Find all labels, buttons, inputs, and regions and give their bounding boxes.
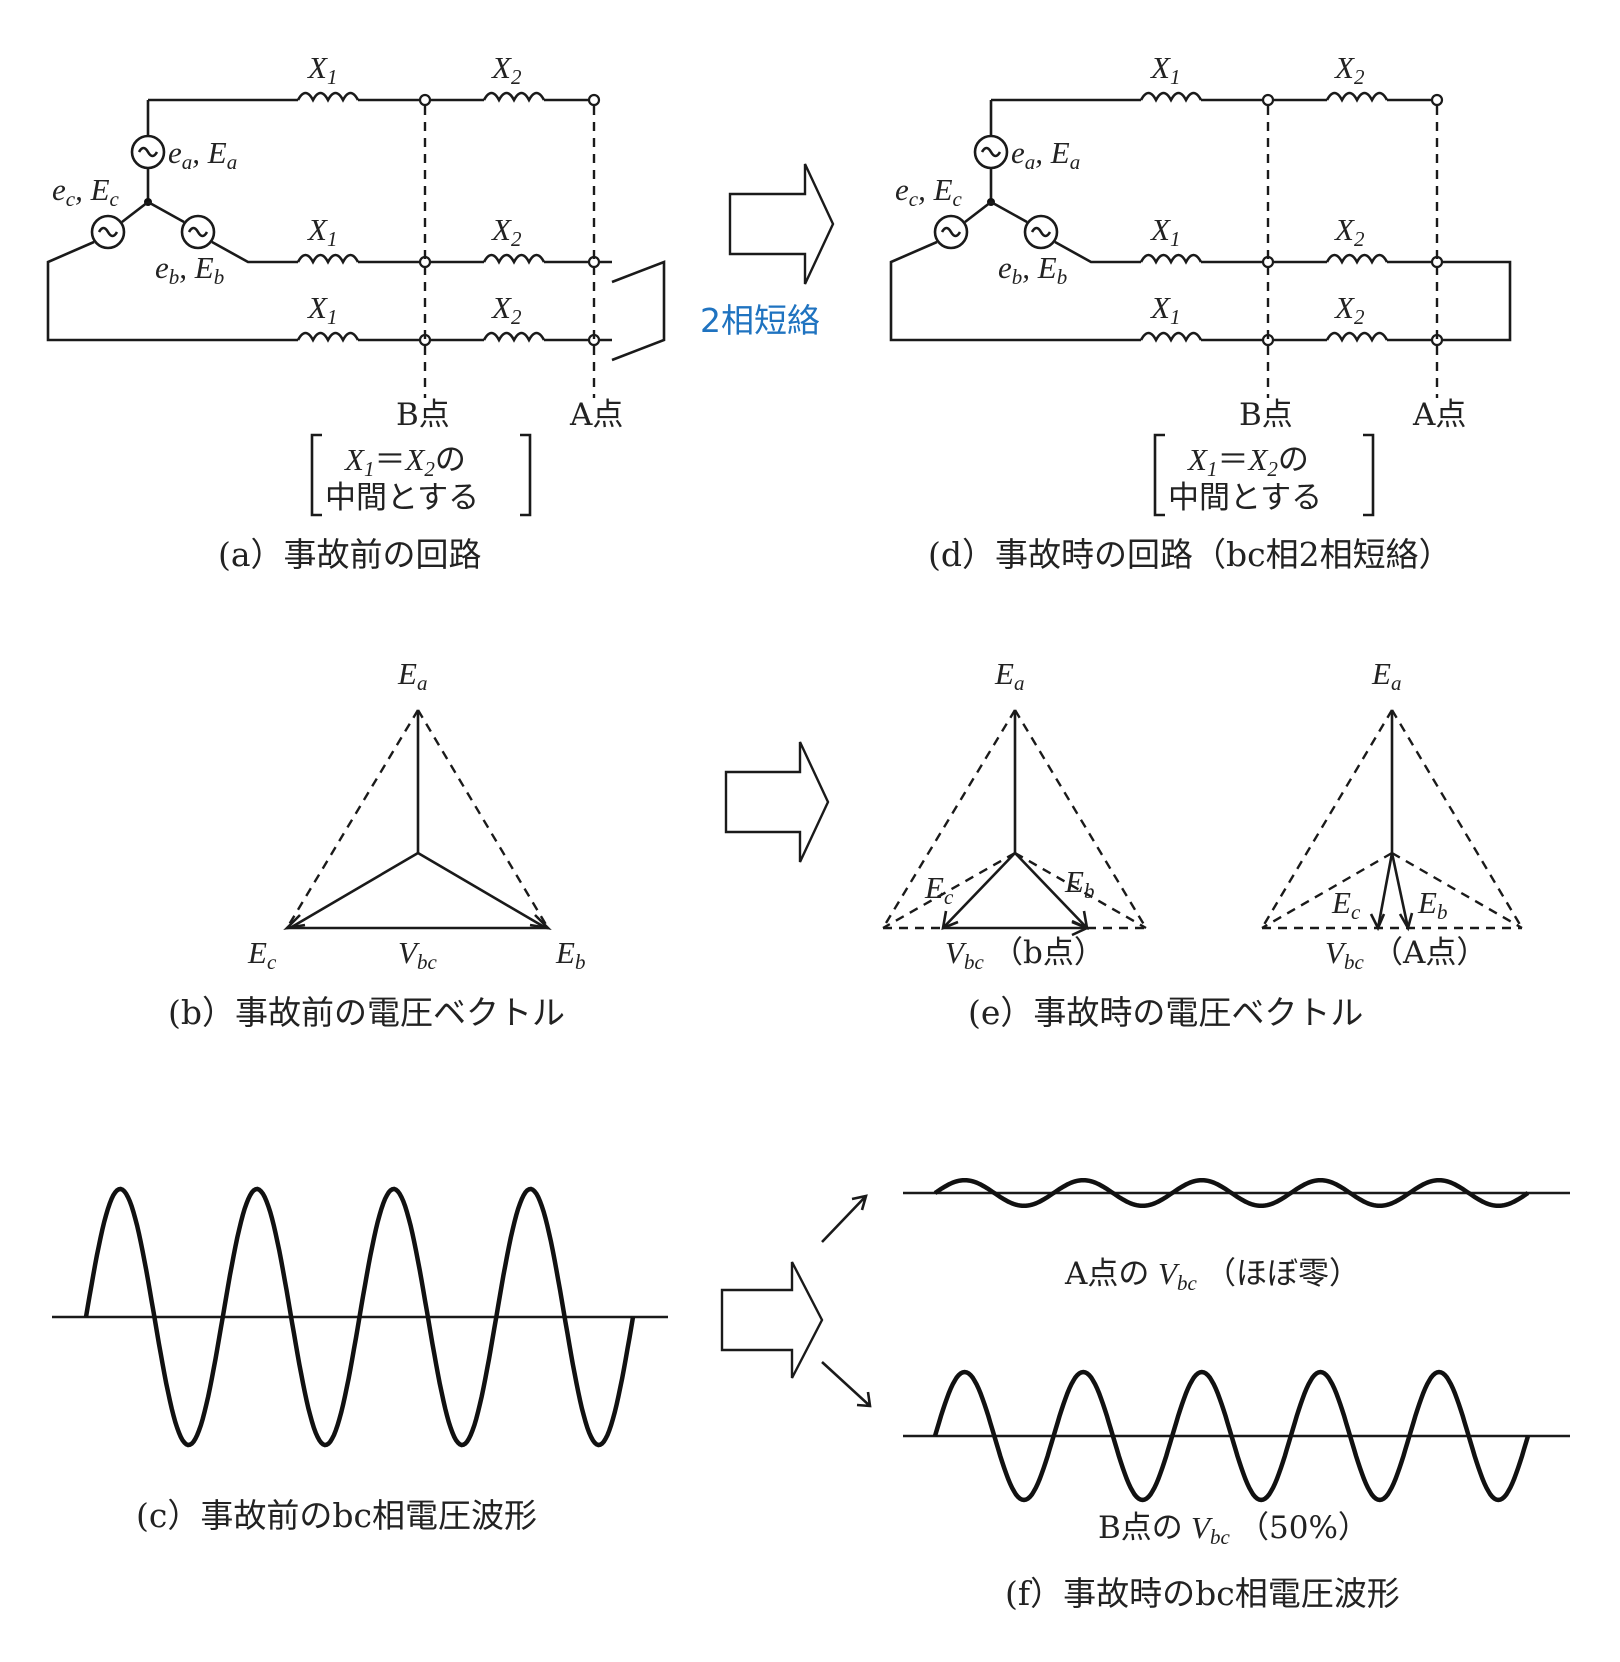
panel-b-vectors: Ea Ec Eb Vbc xyxy=(247,656,585,974)
node-a-a xyxy=(587,93,601,107)
svg-text:A点の: A点の xyxy=(1064,1256,1149,1292)
svg-text:（ほぼ零）: （ほぼ零） xyxy=(1205,1256,1360,1292)
caption-c: (c）事故前のbc相電圧波形 xyxy=(136,1496,537,1535)
source-c-icon xyxy=(90,214,126,250)
transition-arrow-2 xyxy=(724,741,830,863)
svg-text:A点: A点 xyxy=(1412,397,1466,433)
pointer-arrow-down xyxy=(821,1361,872,1408)
svg-text:Ec: Ec xyxy=(247,935,277,974)
svg-text:X1: X1 xyxy=(1149,212,1180,251)
svg-text:Vbc: Vbc xyxy=(1325,935,1364,974)
inductor-x1-a xyxy=(296,91,360,103)
panel-a-labels: X1 X2 X1 X2 X1 X2 ea, Ea ec, Ec eb, Eb B… xyxy=(52,50,623,574)
source-b-icon xyxy=(180,214,216,250)
inductor-x2-b xyxy=(482,253,546,265)
panel-d-circuit: X1 X2 X1 X2 X1 X2 ea, Ea ec, Ec eb, Eb B… xyxy=(889,50,1512,517)
svg-text:X1: X1 xyxy=(1149,50,1180,89)
svg-text:Vbc: Vbc xyxy=(1158,1256,1197,1295)
svg-text:X2: X2 xyxy=(1333,212,1365,251)
svg-text:中間とする: 中間とする xyxy=(325,480,479,516)
svg-text:eb, Eb: eb, Eb xyxy=(155,250,224,289)
svg-text:B点の: B点の xyxy=(1098,1510,1183,1546)
svg-text:X1: X1 xyxy=(306,50,337,89)
svg-text:ec, Ec: ec, Ec xyxy=(52,172,120,211)
svg-text:X1: X1 xyxy=(1149,290,1180,329)
wave-point-a xyxy=(933,1177,1530,1209)
svg-text:X2: X2 xyxy=(490,212,522,251)
svg-text:ec, Ec: ec, Ec xyxy=(895,172,963,211)
svg-text:X1＝X2の: X1＝X2の xyxy=(343,442,466,481)
caption-a: (a）事故前の回路 xyxy=(218,535,482,574)
caption-d: (d）事故時の回路（bc相2相短絡） xyxy=(928,535,1452,574)
svg-text:（50%）: （50%） xyxy=(1238,1510,1369,1546)
svg-text:（b点）: （b点） xyxy=(992,935,1105,971)
svg-text:ea, Ea: ea, Ea xyxy=(168,135,237,174)
svg-text:Ea: Ea xyxy=(994,656,1024,695)
svg-text:X2: X2 xyxy=(1333,290,1365,329)
svg-text:Ea: Ea xyxy=(1371,656,1401,695)
panel-c-waveform xyxy=(52,1186,668,1448)
svg-text:X1: X1 xyxy=(306,212,337,251)
caption-f: (f）事故時のbc相電圧波形 xyxy=(1005,1574,1400,1613)
svg-text:Vbc: Vbc xyxy=(1191,1510,1230,1549)
inductor-x1-b xyxy=(296,253,360,265)
open-switch xyxy=(611,260,666,362)
caption-e: (e）事故時の電圧ベクトル xyxy=(968,993,1363,1032)
inductor-x2-a xyxy=(482,91,546,103)
svg-text:X2: X2 xyxy=(490,290,522,329)
svg-text:中間とする: 中間とする xyxy=(1168,480,1322,516)
svg-text:Eb: Eb xyxy=(1064,864,1094,903)
transition-arrow-1 xyxy=(728,163,835,285)
svg-text:Eb: Eb xyxy=(1417,885,1447,924)
point-b-label: B点 xyxy=(396,397,450,433)
svg-text:Vbc: Vbc xyxy=(945,935,984,974)
transition-label: 2相短絡 xyxy=(700,301,820,340)
svg-text:（A点）: （A点） xyxy=(1372,935,1487,971)
svg-text:B点: B点 xyxy=(1239,397,1293,433)
panel-f-waveform-b: B点の Vbc （50%） xyxy=(903,1369,1570,1549)
svg-text:ea, Ea: ea, Ea xyxy=(1011,135,1080,174)
wave-before xyxy=(83,1186,636,1448)
svg-text:Ec: Ec xyxy=(924,870,954,909)
panel-e-vectors-left: Ea Ec Eb Vbc （b点） xyxy=(881,656,1148,974)
node-b-a xyxy=(418,93,432,107)
panel-e-vectors-right: Ea Ec Eb Vbc （A点） xyxy=(1260,656,1524,974)
inductor-x2-c xyxy=(482,331,546,343)
caption-b: (b）事故前の電圧ベクトル xyxy=(168,993,565,1032)
pointer-arrow-up xyxy=(821,1194,868,1243)
transition-arrow-3 xyxy=(720,1261,824,1379)
panel-f-waveform-a: A点の Vbc （ほぼ零） xyxy=(903,1177,1570,1295)
svg-text:Eb: Eb xyxy=(555,935,585,974)
svg-text:Ec: Ec xyxy=(1331,885,1361,924)
point-a-label: A点 xyxy=(569,397,623,433)
svg-text:eb, Eb: eb, Eb xyxy=(998,250,1067,289)
wave-point-b xyxy=(932,1369,1531,1503)
svg-text:X2: X2 xyxy=(1333,50,1365,89)
svg-text:X1: X1 xyxy=(306,290,337,329)
svg-text:Vbc: Vbc xyxy=(398,935,437,974)
panel-a-circuit xyxy=(46,91,666,398)
svg-text:X2: X2 xyxy=(490,50,522,89)
inductor-x1-c xyxy=(296,331,360,343)
svg-text:Ea: Ea xyxy=(397,656,427,695)
svg-text:X1＝X2の: X1＝X2の xyxy=(1186,442,1309,481)
